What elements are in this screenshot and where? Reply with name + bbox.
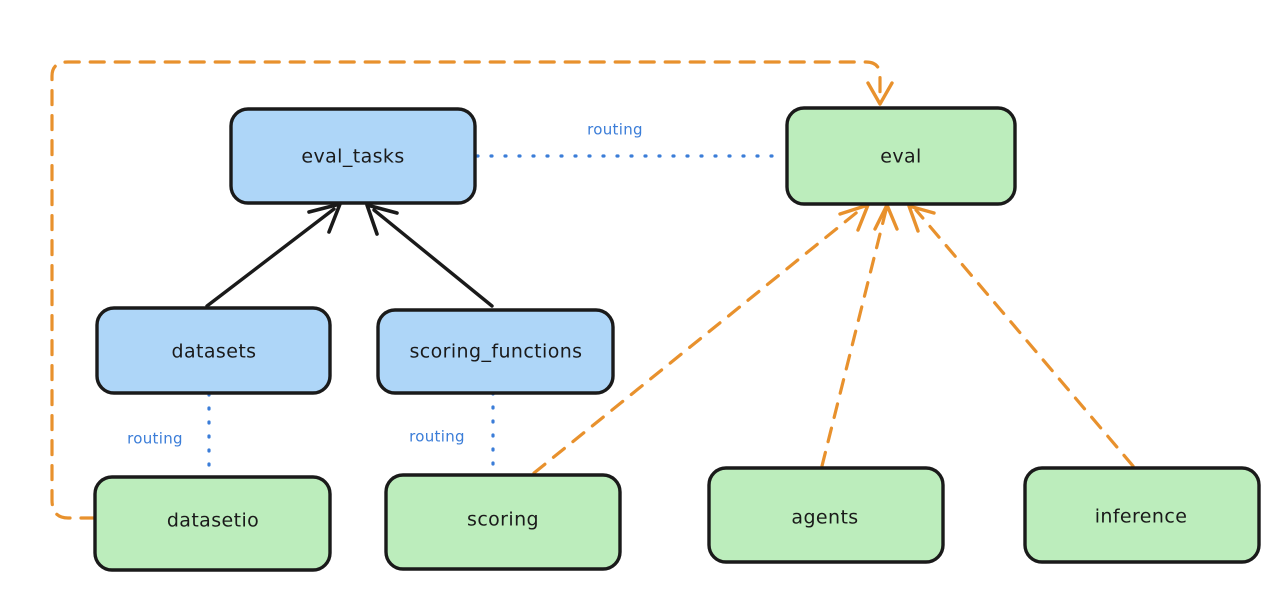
node-inference-shape[interactable] (1023, 466, 1261, 564)
edge-label-routing-eval_tasks-eval: routing (587, 121, 643, 139)
node-scoring_functions-label: scoring_functions (410, 341, 583, 363)
node-datasetio-shape[interactable] (93, 475, 332, 572)
node-agents-shape[interactable] (707, 466, 945, 564)
node-scoring-label: scoring (467, 509, 539, 531)
node-eval_tasks[interactable]: eval_tasks (229, 107, 477, 205)
node-scoring[interactable]: scoring (384, 473, 622, 571)
node-eval[interactable]: eval (785, 106, 1017, 206)
node-scoring_functions[interactable]: scoring_functions (376, 308, 615, 395)
node-inference[interactable]: inference (1023, 466, 1261, 564)
node-scoring-shape[interactable] (384, 473, 622, 571)
node-agents[interactable]: agents (707, 466, 945, 564)
node-eval_tasks-shape[interactable] (229, 107, 477, 205)
node-inference-label: inference (1095, 506, 1188, 528)
node-eval-shape[interactable] (785, 106, 1017, 206)
node-scoring_functions-shape[interactable] (376, 308, 615, 395)
edge-label-routing-datasets-datasetio: routing (127, 430, 183, 448)
edge-inference-eval (907, 204, 1135, 468)
node-datasetio-label: datasetio (167, 510, 259, 532)
node-datasets[interactable]: datasets (95, 306, 332, 395)
node-datasets-shape[interactable] (95, 306, 332, 395)
edge-scoring_functions-eval_tasks (365, 203, 494, 308)
node-eval-label: eval (880, 146, 921, 168)
node-eval_tasks-label: eval_tasks (301, 146, 404, 168)
edge-datasetio-eval (50, 60, 894, 520)
edge-label-routing-scoring_functions-scoring: routing (409, 428, 465, 446)
node-agents-label: agents (791, 507, 858, 529)
node-datasetio[interactable]: datasetio (93, 475, 332, 572)
node-datasets-label: datasets (172, 341, 257, 363)
